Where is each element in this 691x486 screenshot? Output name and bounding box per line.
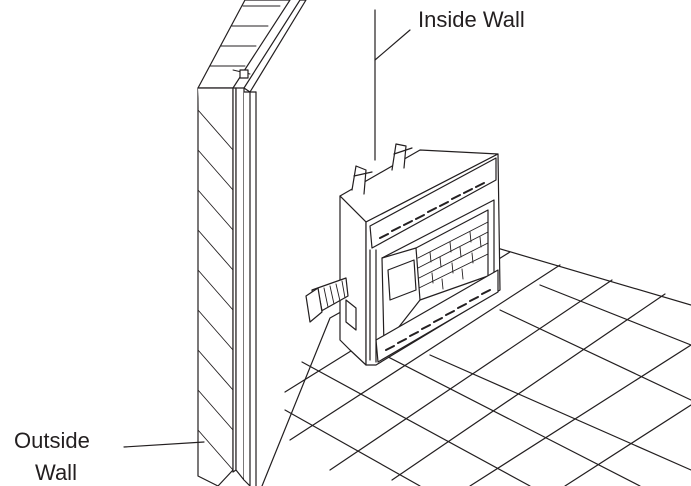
inside-wall-label: Inside Wall (418, 7, 525, 32)
wall-section (197, 0, 307, 486)
floor-tiles (261, 239, 691, 486)
inside-wall-leader-tip (374, 29, 411, 61)
outside-air-duct (305, 277, 349, 323)
outside-wall-label-line2: Wall (35, 460, 77, 485)
outside-wall-leader (123, 441, 205, 448)
outside-wall-label: Outside (14, 428, 90, 453)
fireplace-unit (339, 143, 501, 366)
